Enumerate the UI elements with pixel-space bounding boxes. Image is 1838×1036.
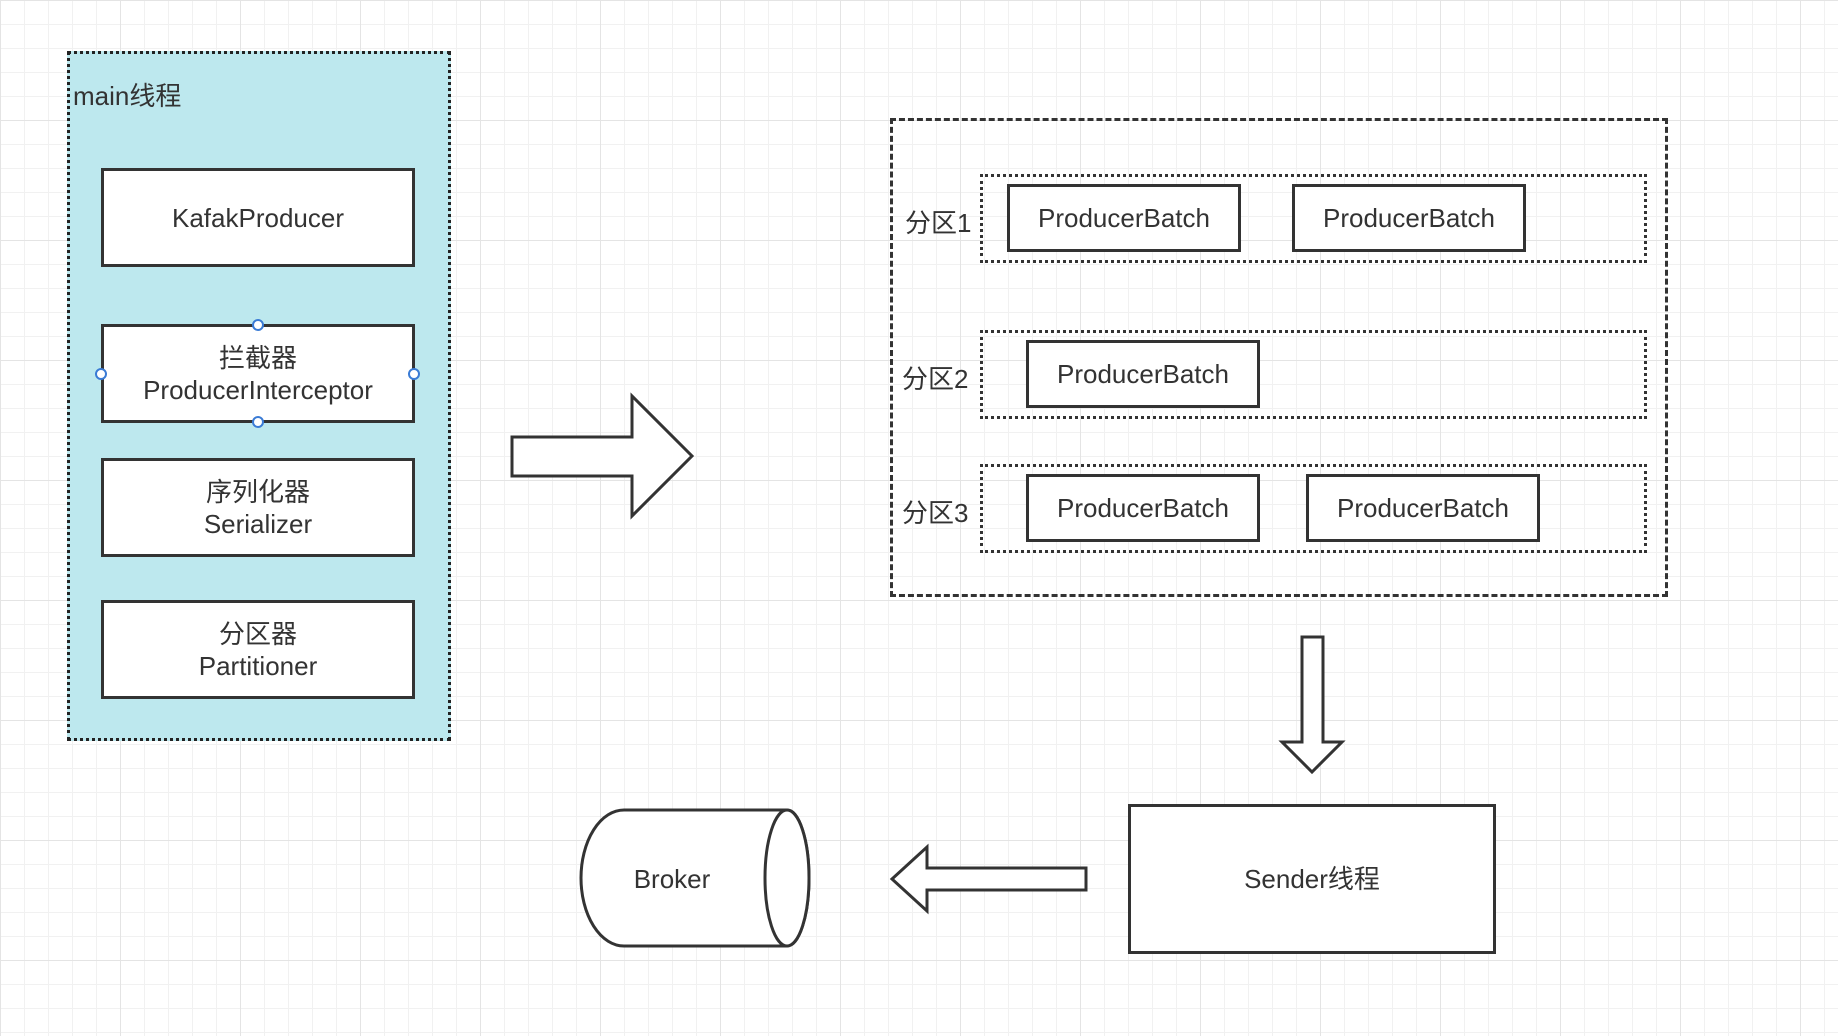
partitioner-label-cn: 分区器 bbox=[218, 618, 297, 649]
selection-handle-right[interactable] bbox=[408, 368, 420, 380]
interceptor-label-cn: 拦截器 bbox=[218, 342, 297, 373]
partition-3-batch-1[interactable]: ProducerBatch bbox=[1026, 474, 1260, 542]
partition-3-batch-2[interactable]: ProducerBatch bbox=[1306, 474, 1540, 542]
partition-3-row[interactable] bbox=[980, 464, 1647, 553]
partition-3-label: 分区3 bbox=[902, 498, 969, 528]
interceptor-label-en: ProducerInterceptor bbox=[143, 374, 373, 405]
partitioner-box[interactable]: 分区器 Partitioner bbox=[101, 600, 415, 699]
kafka-producer-box[interactable]: KafakProducer bbox=[101, 168, 415, 267]
sender-thread-box[interactable]: Sender线程 bbox=[1128, 804, 1496, 954]
serializer-label-en: Serializer bbox=[203, 508, 313, 539]
main-thread-label: main线程 bbox=[73, 81, 182, 111]
partition-2-row[interactable] bbox=[980, 330, 1647, 419]
selection-handle-top[interactable] bbox=[252, 319, 264, 331]
partition-2-label: 分区2 bbox=[902, 364, 969, 394]
kafka-producer-label: KafakProducer bbox=[172, 202, 344, 233]
partition-1-row[interactable] bbox=[980, 174, 1647, 263]
interceptor-box[interactable]: 拦截器 ProducerInterceptor bbox=[101, 324, 415, 423]
selection-handle-bottom[interactable] bbox=[252, 416, 264, 428]
partitioner-label-en: Partitioner bbox=[198, 650, 318, 681]
partition-1-batch-1[interactable]: ProducerBatch bbox=[1007, 184, 1241, 252]
arrow-down-accumulator-to-sender[interactable] bbox=[1278, 635, 1346, 775]
record-accumulator-group[interactable] bbox=[890, 118, 1668, 597]
broker-cylinder[interactable] bbox=[579, 808, 811, 948]
partition-2-batch-1[interactable]: ProducerBatch bbox=[1026, 340, 1260, 408]
serializer-box[interactable]: 序列化器 Serializer bbox=[101, 458, 415, 557]
partition-1-batch-2[interactable]: ProducerBatch bbox=[1292, 184, 1526, 252]
selection-handle-left[interactable] bbox=[95, 368, 107, 380]
broker-label: Broker bbox=[633, 864, 711, 894]
arrow-left-sender-to-broker[interactable] bbox=[889, 843, 1088, 915]
arrow-right-main-to-accumulator[interactable] bbox=[510, 392, 695, 520]
partition-1-label: 分区1 bbox=[905, 208, 972, 238]
sender-thread-label: Sender线程 bbox=[1244, 864, 1380, 894]
serializer-label-cn: 序列化器 bbox=[205, 476, 310, 507]
